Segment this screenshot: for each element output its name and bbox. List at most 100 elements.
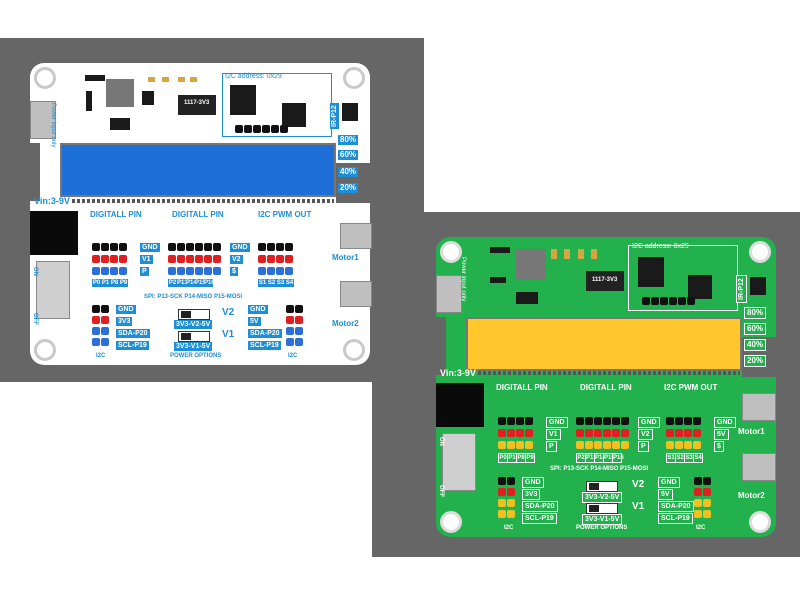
- mount-hole-top-right: [343, 67, 365, 89]
- battery-40: 40%: [744, 339, 767, 351]
- header-pins: [235, 125, 288, 133]
- pin-row-p-1[interactable]: [92, 267, 127, 275]
- pin-label-p8: P8: [110, 279, 119, 287]
- pin-row-gnd-1[interactable]: [92, 243, 127, 251]
- power-pins-right-2[interactable]: [703, 477, 711, 518]
- pin-label-p13: P13: [177, 279, 188, 287]
- gnd-label-2: GND: [638, 417, 660, 428]
- motor1-connector[interactable]: [742, 393, 776, 421]
- 5v-label-3: 5V: [714, 429, 729, 440]
- i2c-address-label: I2C address: 0x29: [225, 73, 282, 80]
- pin-row-gnd-2[interactable]: [576, 417, 629, 425]
- power-input-label: Power input only: [460, 257, 466, 302]
- pin-label-p16: P16: [612, 453, 624, 463]
- i2c-pwm-header: I2C PWM OUT: [664, 383, 718, 392]
- power-jack[interactable]: [436, 383, 484, 427]
- i2c-label-right: I2C: [288, 353, 298, 359]
- pin-row-v-1[interactable]: [498, 429, 533, 437]
- diode: [85, 75, 105, 81]
- power-switch[interactable]: [442, 433, 476, 491]
- power-pins-left[interactable]: [92, 305, 100, 346]
- v2-selector-switch[interactable]: [586, 481, 618, 492]
- v2-selector-switch[interactable]: [178, 309, 210, 320]
- power-right-scl: SCL-P19: [248, 341, 281, 350]
- diode: [490, 247, 510, 253]
- digital-pin-header-2: DIGITALL PIN: [172, 210, 224, 219]
- power-pins-left-2[interactable]: [101, 305, 109, 346]
- battery-40: 40%: [338, 167, 359, 177]
- power-options-label: POWER OPTIONS: [576, 525, 628, 531]
- power-pins-left-2[interactable]: [507, 477, 515, 518]
- pin-label-s2: S2: [267, 279, 276, 287]
- usb-port[interactable]: [30, 101, 56, 139]
- v1-selector-switch[interactable]: [586, 503, 618, 514]
- mount-hole-bottom-right: [343, 339, 365, 361]
- capacitor: [551, 249, 557, 259]
- gnd-label-1: GND: [546, 417, 568, 428]
- pin-label-p15: P15: [195, 279, 206, 287]
- pin-row-v-2[interactable]: [576, 429, 629, 437]
- led-matrix-screen: [466, 317, 742, 371]
- v2-switch-label: 3V3-V2-5V: [582, 492, 623, 503]
- mount-hole-top-left: [34, 67, 56, 89]
- power-right-5v: 5V: [248, 317, 261, 326]
- power-pins-right[interactable]: [286, 305, 294, 346]
- v1-selector-switch[interactable]: [178, 331, 210, 342]
- pin-row-p-2[interactable]: [168, 267, 221, 275]
- capacitor: [190, 77, 197, 82]
- power-pins-right-2[interactable]: [295, 305, 303, 346]
- capacitor: [178, 77, 185, 82]
- power-jack[interactable]: [30, 211, 78, 255]
- capacitor: [162, 77, 169, 82]
- pin-row-p-1[interactable]: [498, 441, 533, 449]
- pin-row-v-3[interactable]: [258, 255, 293, 263]
- edge-notch-left: [30, 143, 40, 201]
- mount-hole-bottom-right: [749, 511, 771, 533]
- pin-label-p2: P2: [168, 279, 177, 287]
- v1-label: V1: [140, 255, 153, 264]
- battery-20: 20%: [338, 183, 359, 193]
- pin-row-v-2[interactable]: [168, 255, 221, 263]
- battery-60: 60%: [338, 150, 359, 160]
- pin-row-gnd-3[interactable]: [666, 417, 701, 425]
- pin-row-s-3[interactable]: [666, 441, 701, 449]
- pin-row-gnd-3[interactable]: [258, 243, 293, 251]
- v1-label: V1: [546, 429, 561, 440]
- p-label-1: P: [546, 441, 557, 452]
- power-input-label: Power input only: [50, 103, 56, 148]
- capacitor: [148, 77, 155, 82]
- i2c-label-left: I2C: [96, 353, 106, 359]
- battery-80: 80%: [338, 135, 359, 145]
- motor1-connector[interactable]: [340, 223, 372, 249]
- edge-connector: [72, 199, 334, 203]
- battery-80: 80%: [744, 307, 767, 319]
- pin-row-p-2[interactable]: [576, 441, 629, 449]
- inductor: [106, 79, 134, 107]
- pin-label-s4: S4: [693, 453, 703, 463]
- driver-chip-2: [282, 103, 306, 127]
- power-pins-right[interactable]: [694, 477, 702, 518]
- i2c-label-right: I2C: [696, 525, 706, 531]
- off-label: OFF: [32, 313, 38, 325]
- digital-pin-header-1: DIGITALL PIN: [496, 383, 548, 392]
- motor2-label: Motor2: [738, 491, 765, 500]
- capacitor: [578, 249, 584, 259]
- usb-port[interactable]: [436, 275, 462, 313]
- motor2-connector[interactable]: [742, 453, 776, 481]
- pin-row-gnd-1[interactable]: [498, 417, 533, 425]
- battery-20: 20%: [744, 355, 767, 367]
- transistor: [142, 91, 154, 105]
- green-expansion-board: Power input only 1117-3V3 I2C address: 0…: [436, 237, 776, 537]
- v1-switch-label: 3V3-V1-5V: [174, 342, 213, 351]
- pin-row-v-1[interactable]: [92, 255, 127, 263]
- gnd-label-2: GND: [230, 243, 250, 252]
- pin-row-v-3[interactable]: [666, 429, 701, 437]
- power-pins-left[interactable]: [498, 477, 506, 518]
- pin-row-s-3[interactable]: [258, 267, 293, 275]
- motor2-connector[interactable]: [340, 281, 372, 307]
- off-label: OFF: [438, 485, 444, 497]
- i2c-pwm-header: I2C PWM OUT: [258, 210, 312, 219]
- pin-row-gnd-2[interactable]: [168, 243, 221, 251]
- motor1-label: Motor1: [738, 427, 765, 436]
- power-switch[interactable]: [36, 261, 70, 319]
